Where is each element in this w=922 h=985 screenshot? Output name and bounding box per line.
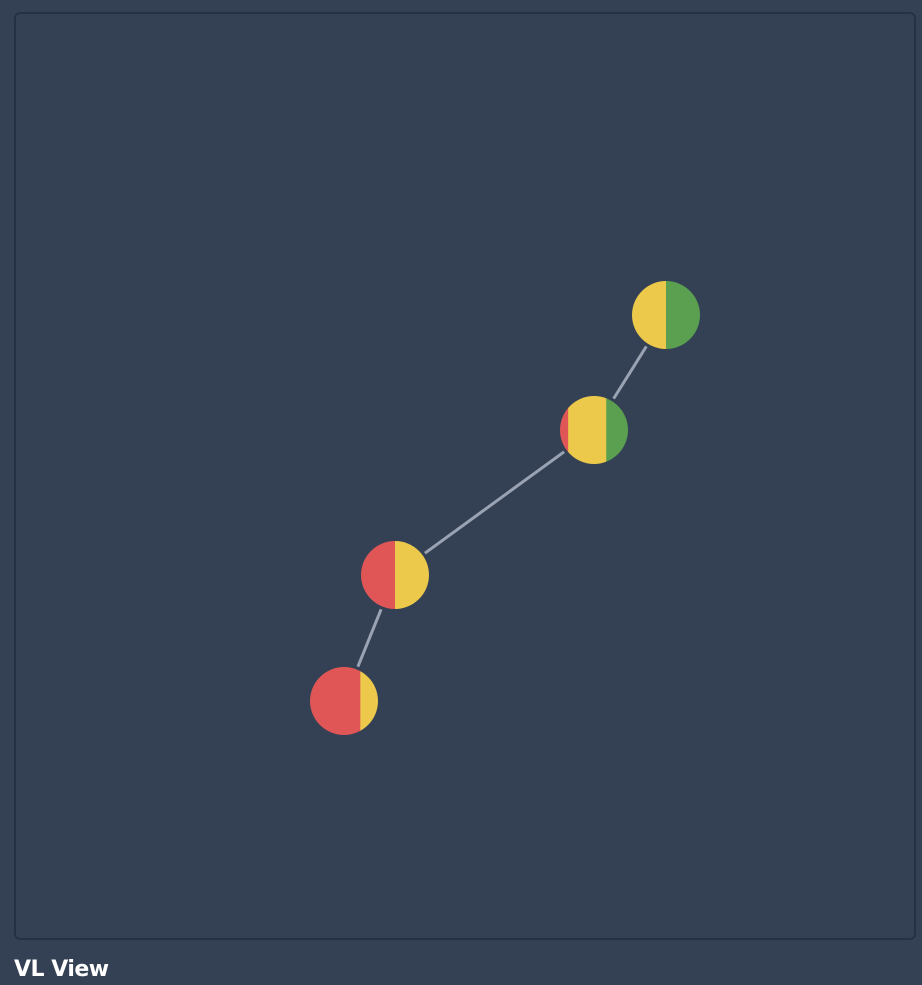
graph-node[interactable] — [632, 281, 701, 349]
node-segment — [606, 396, 628, 464]
node-segment — [360, 667, 378, 735]
graph-edge — [424, 450, 565, 555]
graph-node[interactable] — [310, 667, 379, 735]
node-segment — [568, 396, 607, 464]
node-segment — [310, 667, 361, 735]
graph-node[interactable] — [361, 541, 430, 609]
nodes-layer — [310, 281, 701, 735]
graph-node[interactable] — [560, 396, 629, 464]
graph-edge — [356, 608, 383, 668]
edges-layer — [356, 345, 648, 668]
node-segment — [632, 281, 667, 349]
view-label: VL View — [14, 957, 109, 982]
node-segment — [666, 281, 700, 349]
node-segment — [395, 541, 429, 609]
graph-view-panel[interactable] — [14, 12, 916, 940]
graph-edge — [612, 345, 648, 400]
node-segment — [361, 541, 396, 609]
graph-canvas[interactable] — [16, 14, 914, 938]
node-segment — [560, 396, 569, 464]
